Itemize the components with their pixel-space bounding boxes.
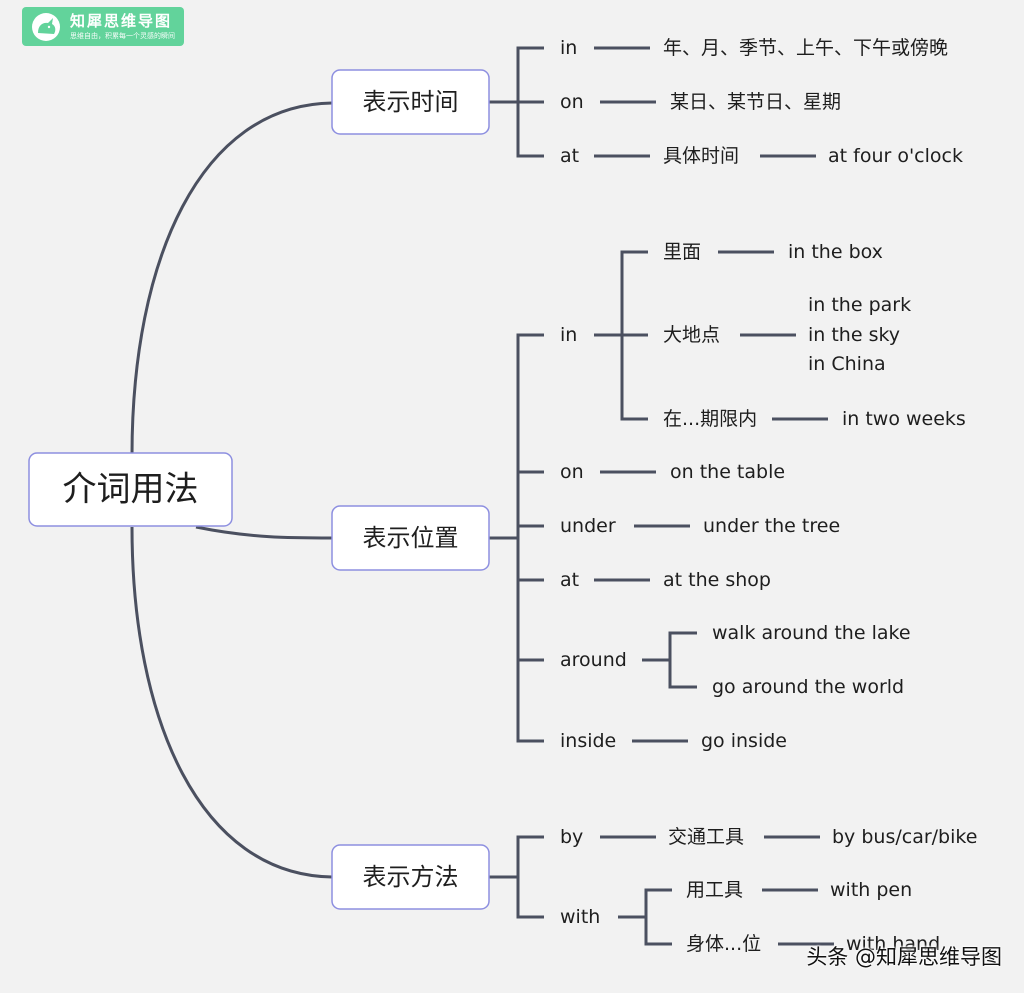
position-item-in: in (560, 324, 577, 346)
position-on-table: on the table (670, 461, 785, 483)
position-in-two-weeks: in two weeks (842, 408, 966, 430)
root-node-box (28, 452, 233, 527)
position-in-china: in China (808, 353, 886, 375)
position-around-lake: walk around the lake (712, 622, 911, 644)
method-with-tool: 用工具 (686, 879, 743, 901)
branch-time-box (331, 69, 490, 135)
position-item-on: on (560, 461, 584, 483)
connector-line (644, 888, 672, 946)
position-item-at: at (560, 569, 579, 591)
time-in-detail: 年、月、季节、上午、下午或傍晚 (663, 37, 948, 59)
time-on-detail: 某日、某节日、星期 (670, 91, 841, 113)
position-item-around: around (560, 649, 627, 671)
root-connector-curve (195, 525, 333, 540)
connector-line (516, 333, 544, 743)
branch-position-box (331, 505, 490, 571)
position-in-park: in the park (808, 294, 911, 316)
method-item-by: by (560, 826, 583, 848)
branch-method: 表示方法 (363, 863, 459, 891)
connector-line (668, 631, 697, 689)
root-connector-curve (130, 101, 333, 456)
position-item-inside: inside (560, 730, 616, 752)
position-under-tree: under the tree (703, 515, 840, 537)
method-with-body: 身体...位 (686, 933, 761, 955)
method-item-with: with (560, 906, 600, 928)
position-in-inside: 里面 (663, 241, 701, 263)
connector-line (516, 835, 544, 919)
position-in-sky: in the sky (808, 324, 900, 346)
position-in-period: 在...期限内 (663, 408, 757, 430)
time-item-on: on (560, 91, 584, 113)
logo-slogan: 思维自由，积累每一个灵感的瞬间 (70, 32, 175, 40)
root-connector-curve (130, 526, 333, 879)
position-item-under: under (560, 515, 616, 537)
position-in-large-place: 大地点 (663, 324, 720, 346)
logo-name: 知犀思维导图 (70, 12, 173, 30)
branch-time: 表示时间 (363, 88, 459, 116)
position-around-world: go around the world (712, 676, 904, 698)
app-logo: 知犀思维导图 思维自由，积累每一个灵感的瞬间 (22, 7, 184, 46)
rhino-logo-icon (32, 13, 60, 41)
position-at-shop: at the shop (663, 569, 771, 591)
position-in-box: in the box (788, 241, 883, 263)
method-by-vehicles: by bus/car/bike (832, 826, 977, 848)
time-at-detail: 具体时间 (663, 145, 739, 167)
connector-line (620, 250, 648, 421)
time-item-in: in (560, 37, 577, 59)
branch-method-box (331, 844, 490, 910)
watermark: 头条 @知犀思维导图 (806, 945, 1002, 969)
position-go-inside: go inside (701, 730, 787, 752)
method-with-pen: with pen (830, 879, 912, 901)
root-node: 介词用法 (63, 470, 199, 510)
method-with-hand: with hand (846, 933, 940, 955)
branch-position: 表示位置 (363, 524, 459, 552)
method-by-transport: 交通工具 (668, 826, 744, 848)
mind-map-nodes: 介词用法 表示时间 in 年、月、季节、上午、下午或傍晚 on 某日、某节日、星期 at 具体… (28, 37, 977, 955)
time-at-example: at four o'clock (828, 145, 963, 167)
connector-lines (130, 46, 834, 946)
time-item-at: at (560, 145, 579, 167)
